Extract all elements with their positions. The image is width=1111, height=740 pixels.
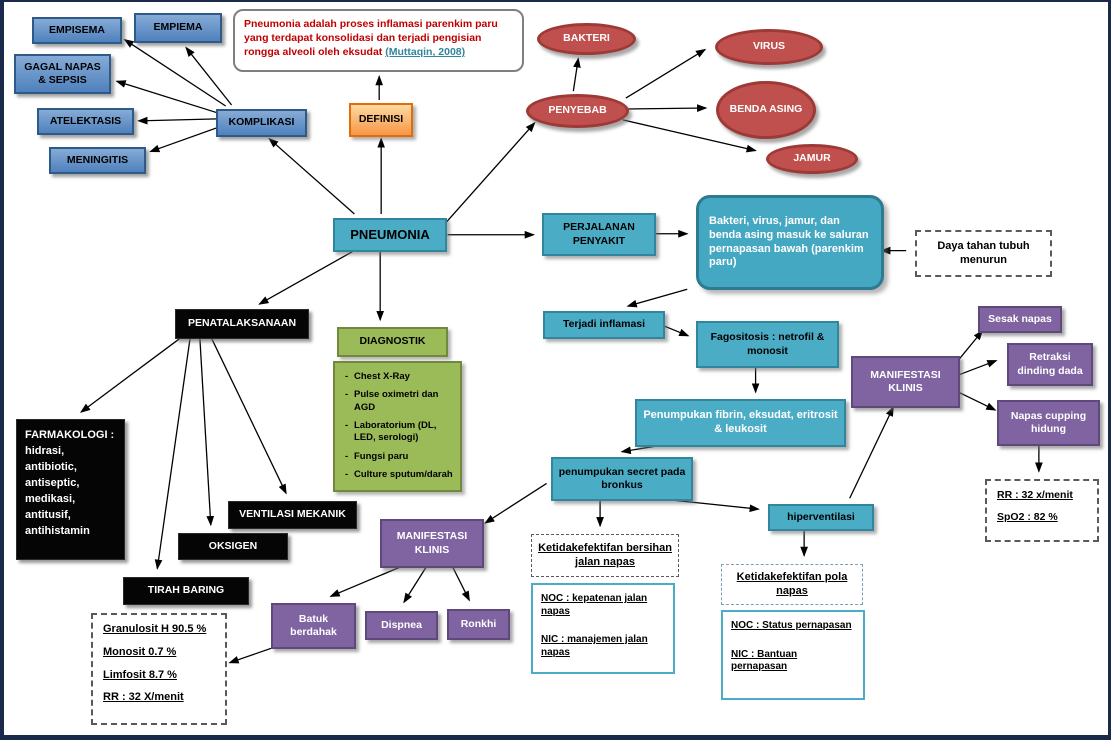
diagnostik-item: Pulse oximetri dan AGD — [343, 389, 454, 414]
node-sesak-napas: Sesak napas — [978, 306, 1062, 333]
node-terjadi-inflamasi: Terjadi inflamasi — [543, 311, 665, 339]
node-dispnea: Dispnea — [365, 611, 438, 640]
node-hiperventilasi: hiperventilasi — [768, 504, 874, 531]
lab-rr: RR : 32 X/menit — [103, 691, 184, 704]
node-ventilasi-mekanik: VENTILASI MEKANIK — [228, 501, 357, 529]
node-definisi: DEFINISI — [349, 103, 413, 137]
node-daya-tahan: Daya tahan tubuh menurun — [915, 230, 1052, 277]
definition-text-box: Pneumonia adalah proses inflamasi parenk… — [233, 9, 524, 72]
node-napas-cupping-hidung: Napas cupping hidung — [997, 400, 1100, 446]
diagnostik-item: Chest X-Ray — [343, 371, 410, 384]
vitals-box: RR : 32 x/menit SpO2 : 82 % — [985, 479, 1099, 542]
node-oksigen: OKSIGEN — [178, 533, 288, 560]
node-tirah-baring: TIRAH BARING — [123, 577, 249, 605]
node-komplikasi: KOMPLIKASI — [216, 109, 307, 137]
node-fagositosis: Fagositosis : netrofil & monosit — [696, 321, 839, 368]
lab-values-box: Granulosit H 90.5 % Monosit 0.7 % Limfos… — [91, 613, 227, 725]
definition-text: Pneumonia adalah proses inflamasi parenk… — [244, 18, 498, 59]
node-empisema: EMPISEMA — [32, 17, 122, 44]
node-manifestasi-klinis-kanan: MANIFESTASI KLINIS — [851, 356, 960, 408]
noc-nic-pola: NOC : Status pernapasan NIC : Bantuan pe… — [721, 610, 865, 700]
node-penumpukan-secret: penumpukan secret pada bronkus — [551, 457, 693, 501]
node-ronkhi: Ronkhi — [447, 609, 510, 640]
lab-granulosit: Granulosit H 90.5 % — [103, 623, 207, 635]
node-ketidakefektifan-bersihan: Ketidakefektifan bersihan jalan napas — [531, 534, 679, 577]
noc-pola: NOC : Status pernapasan — [731, 620, 852, 631]
node-atelektasis: ATELEKTASIS — [37, 108, 134, 135]
node-benda-asing: BENDA ASING — [716, 81, 816, 139]
diagnosis-title: Ketidakefektifan pola napas — [736, 570, 848, 597]
node-penyebab: PENYEBAB — [526, 94, 629, 128]
node-entry-pathway: Bakteri, virus, jamur, dan benda asing m… — [696, 195, 884, 290]
node-ketidakefektifan-pola: Ketidakefektifan pola napas — [721, 564, 863, 605]
node-retraksi-dinding-dada: Retraksi dinding dada — [1007, 343, 1093, 386]
vital-rr: RR : 32 x/menit — [997, 489, 1073, 501]
diagnostik-list: Chest X-Ray Pulse oximetri dan AGD Labor… — [333, 361, 462, 492]
definition-citation: (Muttaqin, 2008) — [385, 46, 466, 59]
node-perjalanan-penyakit: PERJALANAN PENYAKIT — [542, 213, 656, 256]
diagnostik-item: Culture sputum/darah — [343, 469, 453, 482]
diagnostik-item: Fungsi paru — [343, 451, 408, 464]
node-virus: VIRUS — [715, 29, 823, 65]
node-pneumonia: PNEUMONIA — [333, 218, 447, 252]
node-penatalaksanaan: PENATALAKSANAAN — [175, 309, 309, 339]
noc-bersihan: NOC : kepatenan jalan napas — [541, 593, 648, 617]
node-penumpukan-fibrin: Penumpukan fibrin, eksudat, eritrosit & … — [635, 399, 846, 447]
diagnosis-title: Ketidakefektifan bersihan jalan napas — [538, 541, 672, 568]
node-bakteri: BAKTERI — [537, 23, 636, 55]
nic-pola: NIC : Bantuan pernapasan — [731, 648, 798, 673]
node-manifestasi-klinis-tengah: MANIFESTASI KLINIS — [380, 519, 484, 568]
node-empiema: EMPIEMA — [134, 13, 222, 43]
vital-spo2: SpO2 : 82 % — [997, 511, 1058, 524]
node-farmakologi: FARMAKOLOGI : hidrasi, antibiotic, antis… — [16, 419, 125, 560]
node-diagnostik: DIAGNOSTIK — [337, 327, 448, 357]
lab-monosit: Monosit 0.7 % — [103, 645, 177, 658]
node-gagal-napas-sepsis: GAGAL NAPAS & SEPSIS — [14, 54, 111, 94]
nic-bersihan: NIC : manajemen jalan napas — [541, 634, 648, 658]
node-jamur: JAMUR — [766, 144, 858, 174]
node-meningitis: MENINGITIS — [49, 147, 146, 174]
diagnostik-item: Laboratorium (DL, LED, serologi) — [343, 420, 454, 445]
lab-limfosit: Limfosit 8.7 % — [103, 668, 177, 681]
node-batuk-berdahak: Batuk berdahak — [271, 603, 356, 649]
noc-nic-bersihan: NOC : kepatenan jalan napas NIC : manaje… — [531, 583, 675, 674]
